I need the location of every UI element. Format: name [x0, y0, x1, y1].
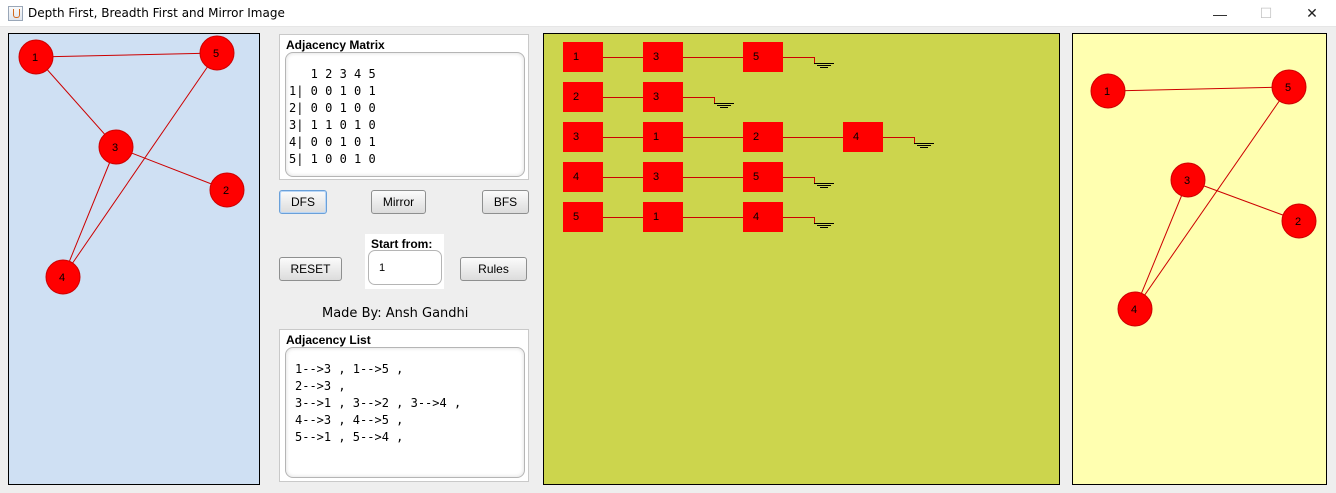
list-node: 2 [743, 122, 783, 152]
adjacency-matrix-title: Adjacency Matrix [286, 38, 385, 52]
null-ground-icon [714, 98, 734, 108]
graph-node[interactable]: 5 [1271, 69, 1307, 105]
start-from-input[interactable]: 1 [368, 250, 442, 285]
graph-node[interactable]: 4 [45, 259, 81, 295]
original-graph-panel: 1 5 3 2 4 [8, 33, 260, 485]
list-node: 3 [563, 122, 603, 152]
svg-text:3: 3 [112, 142, 118, 154]
minimize-button[interactable]: — [1213, 5, 1227, 22]
adjacency-list-textarea[interactable]: 1-->3 , 1-->5 , 2-->3 , 3-->1 , 3-->2 , … [285, 347, 525, 478]
graph-node[interactable]: 3 [1170, 162, 1206, 198]
mirror-button[interactable]: Mirror [371, 190, 426, 214]
graph-edge [115, 146, 228, 191]
adjacency-list-text: 1-->3 , 1-->5 , 2-->3 , 3-->1 , 3-->2 , … [295, 362, 462, 444]
graph-edge [35, 52, 218, 58]
adjacency-list-box: Adjacency List 1-->3 , 1-->5 , 2-->3 , 3… [279, 329, 529, 482]
graph-node[interactable]: 4 [1117, 291, 1153, 327]
close-button[interactable]: ✕ [1306, 5, 1318, 21]
graph-edge [62, 52, 218, 278]
null-ground-icon [814, 58, 834, 68]
graph-node[interactable]: 1 [1090, 73, 1126, 109]
list-node: 5 [743, 42, 783, 72]
list-node: 1 [643, 122, 683, 152]
rules-button[interactable]: Rules [460, 257, 527, 281]
svg-text:2: 2 [223, 185, 229, 197]
made-by-label: Made By: Ansh Gandhi [322, 306, 469, 321]
null-ground-icon [814, 178, 834, 188]
list-node: 5 [743, 162, 783, 192]
mirror-graph-panel: 1 5 3 2 4 [1072, 33, 1327, 485]
start-from-label: Start from: [371, 237, 433, 251]
graph-edge [1134, 86, 1290, 310]
svg-text:5: 5 [1285, 82, 1291, 94]
graph-node[interactable]: 1 [18, 39, 54, 75]
java-app-icon [8, 6, 23, 21]
original-graph-canvas: 1 5 3 2 4 [18, 35, 245, 295]
svg-text:2: 2 [1295, 216, 1301, 228]
list-node: 3 [643, 82, 683, 112]
title-bar: Depth First, Breadth First and Mirror Im… [0, 0, 1336, 27]
graph-edge [35, 56, 117, 148]
list-link [603, 217, 815, 218]
graph-node[interactable]: 3 [98, 129, 134, 165]
adjacency-matrix-text: 1 2 3 4 5 1| 0 0 1 0 1 2| 0 0 1 0 0 3| 1… [289, 67, 376, 166]
graph-node[interactable]: 2 [209, 172, 245, 208]
dfs-button[interactable]: DFS [279, 190, 327, 214]
mirror-graph-edges [1107, 86, 1300, 310]
list-link [603, 177, 815, 178]
reset-button[interactable]: RESET [279, 257, 342, 281]
adjacency-matrix-textarea[interactable]: 1 2 3 4 5 1| 0 0 1 0 1 2| 0 0 1 0 0 3| 1… [285, 52, 525, 177]
list-node: 2 [563, 82, 603, 112]
start-from-box: Start from: 1 [365, 234, 444, 289]
mirror-graph-canvas: 1 5 3 2 4 [1090, 69, 1317, 327]
null-ground-icon [914, 138, 934, 148]
graph-edge [1187, 179, 1300, 222]
svg-text:4: 4 [1131, 304, 1137, 316]
original-graph-edges [35, 52, 228, 278]
svg-text:1: 1 [1104, 86, 1110, 98]
maximize-button[interactable]: ☐ [1259, 5, 1273, 21]
list-node: 4 [743, 202, 783, 232]
bfs-button[interactable]: BFS [482, 190, 529, 214]
graph-node[interactable]: 5 [199, 35, 235, 71]
svg-text:4: 4 [59, 272, 65, 284]
list-node: 3 [643, 162, 683, 192]
graph-node[interactable]: 2 [1281, 203, 1317, 239]
graph-edge [62, 146, 117, 278]
list-node: 1 [563, 42, 603, 72]
adjacency-list-title: Adjacency List [286, 333, 371, 347]
null-ground-icon [814, 218, 834, 228]
graph-edge [1134, 179, 1189, 310]
list-node: 1 [643, 202, 683, 232]
graph-edge [1107, 86, 1290, 92]
list-node: 5 [563, 202, 603, 232]
list-link [603, 57, 815, 58]
window-title: Depth First, Breadth First and Mirror Im… [28, 6, 285, 20]
svg-text:1: 1 [32, 52, 38, 64]
adjacency-matrix-box: Adjacency Matrix 1 2 3 4 5 1| 0 0 1 0 1 … [279, 34, 529, 180]
svg-text:3: 3 [1184, 175, 1190, 187]
list-node: 4 [843, 122, 883, 152]
linked-list-panel: 1 3 5 2 3 3 1 2 4 4 3 5 5 1 4 [543, 33, 1060, 485]
list-node: 3 [643, 42, 683, 72]
list-node: 4 [563, 162, 603, 192]
svg-text:5: 5 [213, 48, 219, 60]
